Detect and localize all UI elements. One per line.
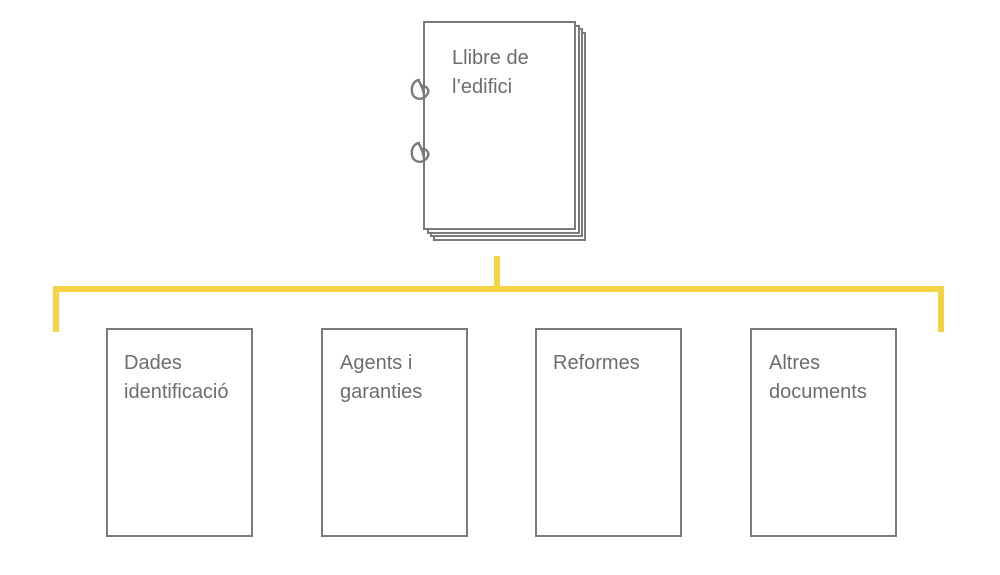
root-label-line-1: Llibre de	[452, 47, 529, 69]
child-box-reformes	[535, 328, 682, 537]
child-box-altres	[750, 328, 897, 537]
spiral-ring-lower	[410, 141, 430, 163]
child-label-reformes: Reformes	[553, 349, 693, 378]
child-label-line-1: Altres	[769, 352, 821, 374]
child-label-line-2: garanties	[340, 381, 423, 403]
spiral-ring-upper	[410, 78, 430, 100]
child-label-line-1: Dades	[124, 352, 182, 374]
child-label-line-1: Reformes	[553, 352, 640, 374]
child-label-agents: Agents i garanties	[340, 349, 480, 407]
child-label-line-1: Agents i	[340, 352, 413, 374]
child-box-dades	[106, 328, 253, 537]
child-label-dades: Dades identificació	[124, 349, 264, 407]
child-boxes	[106, 328, 897, 537]
child-box-agents	[321, 328, 468, 537]
child-label-altres: Altres documents	[769, 349, 909, 407]
root-label-line-2: l’edifici	[452, 76, 513, 98]
child-label-line-2: identificació	[124, 381, 229, 403]
stacked-pages-icon	[423, 21, 586, 241]
spiral-ring-icon	[410, 78, 430, 163]
child-label-line-2: documents	[769, 381, 867, 403]
connector-lines	[53, 256, 944, 332]
root-label: Llibre de l’edifici	[452, 44, 570, 102]
binder-front-page	[423, 21, 576, 230]
